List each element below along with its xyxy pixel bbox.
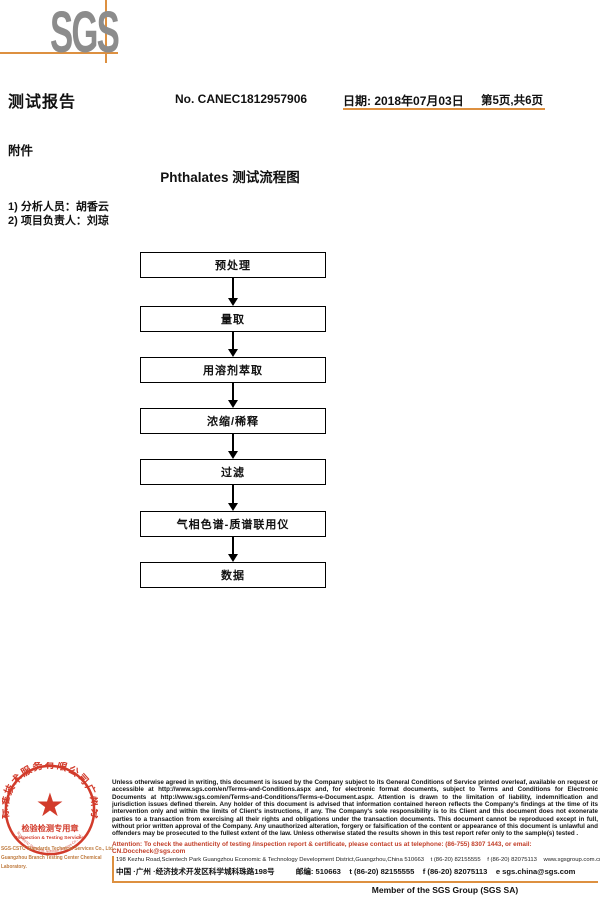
page-indicator: 第5页,共6页 xyxy=(481,95,543,107)
flow-arrow-icon xyxy=(228,434,238,459)
laboratory-name-line1: SGS-CSTC Standards Technical Services Co… xyxy=(1,846,115,852)
laboratory-name-line2: Guangzhou Branch Testing Center Chemical… xyxy=(1,855,102,870)
project-leader-line: 2) 项目负责人：刘琼 xyxy=(8,215,109,227)
personnel-list: 1) 分析人员：胡香云 2) 项目负责人：刘琼 xyxy=(8,200,109,228)
flow-step-gcms: 气相色谱-质谱联用仪 xyxy=(140,511,326,537)
report-date: 日期: 2018年07月03日 xyxy=(343,94,464,108)
crop-mark-vertical xyxy=(105,0,107,63)
address-divider xyxy=(112,856,114,881)
legal-disclaimer: Unless otherwise agreed in writing, this… xyxy=(112,779,598,838)
flow-step-solvent-extraction: 用溶剂萃取 xyxy=(140,357,326,383)
flow-arrow-icon xyxy=(228,485,238,511)
diagram-title: Phthalates 测试流程图 xyxy=(160,170,300,185)
attention-notice: Attention: To check the authenticity of … xyxy=(112,841,532,856)
report-title: 测试报告 xyxy=(8,94,77,111)
flow-arrow-icon xyxy=(228,383,238,408)
flow-step-filter: 过滤 xyxy=(140,459,326,485)
address-chinese: 中国 ·广州 ·经济技术开发区科学城科珠路198号 邮编: 510663 t (… xyxy=(116,867,576,876)
flow-arrow-icon xyxy=(228,537,238,562)
footer-rule xyxy=(112,881,598,883)
sgs-member-note: Member of the SGS Group (SGS SA) xyxy=(371,885,519,895)
sgs-logo: SGS xyxy=(50,0,120,65)
flow-step-measure: 量取 xyxy=(140,306,326,332)
flow-step-pretreatment: 预处理 xyxy=(140,252,326,278)
report-number: No. CANEC1812957906 xyxy=(175,92,308,106)
address-english: 198 Kezhu Road,Scientech Park Guangzhou … xyxy=(116,857,600,863)
attachment-label: 附件 xyxy=(8,144,34,158)
flow-step-data: 数据 xyxy=(140,562,326,588)
crop-mark-horizontal xyxy=(0,52,118,54)
star-icon: ★ xyxy=(35,786,64,823)
laboratory-name: SGS-CSTC Standards Technical Services Co… xyxy=(1,845,124,872)
stamp-center-en: Inspection & Testing Services xyxy=(16,835,84,841)
stamp-center-cn: 检验检测专用章 xyxy=(21,823,78,833)
analyst-line: 1) 分析人员：胡香云 xyxy=(8,201,109,213)
flow-arrow-icon xyxy=(228,332,238,357)
inspection-stamp: 标准技术服务有限公司广州分公司 SGS-CSTC Standards Techn… xyxy=(2,762,98,856)
stamp-circle xyxy=(4,764,96,856)
flow-step-concentrate-dilute: 浓缩/稀释 xyxy=(140,408,326,434)
flow-arrow-icon xyxy=(228,278,238,306)
header-underline xyxy=(343,108,545,110)
